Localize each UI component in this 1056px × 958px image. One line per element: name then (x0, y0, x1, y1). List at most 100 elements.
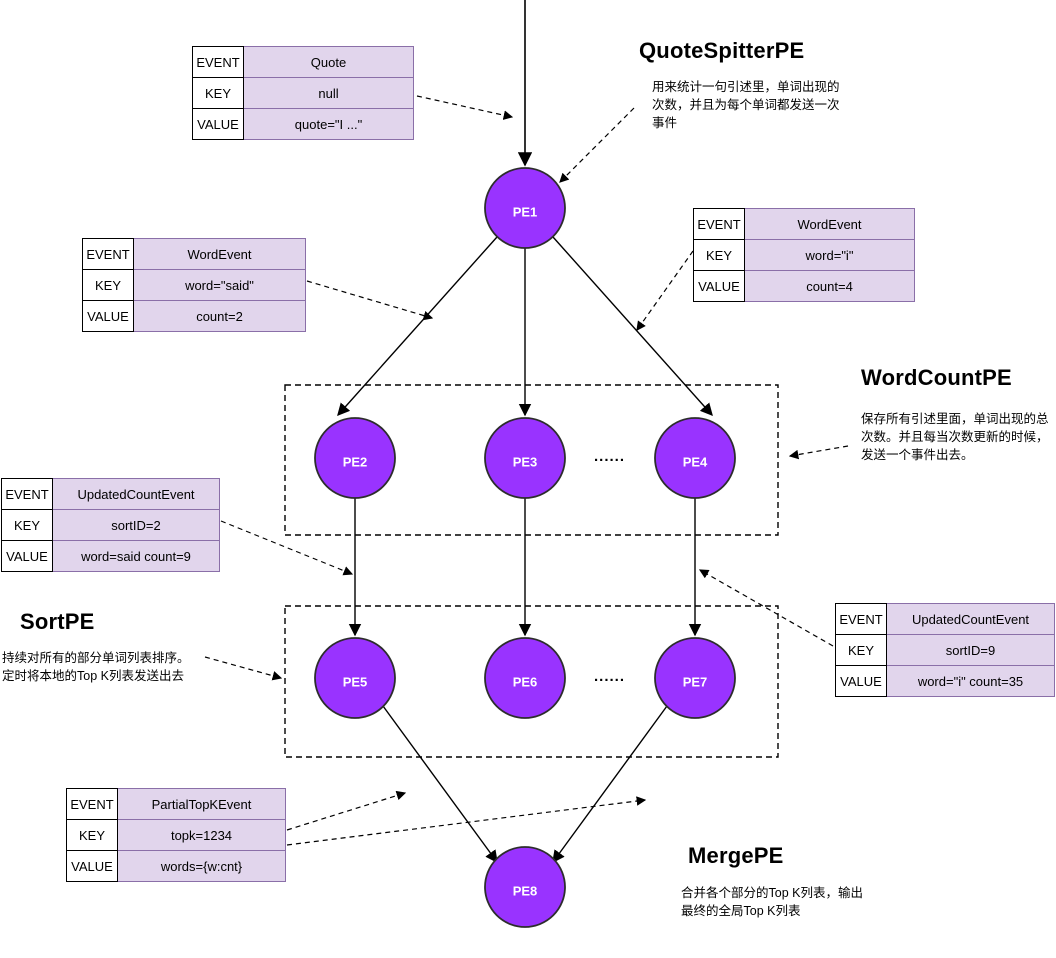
row-label: KEY (192, 77, 244, 109)
pointer-wordevent-said (306, 280, 434, 321)
table-row: EVENT WordEvent (82, 238, 306, 270)
pe2-label: PE2 (343, 454, 368, 469)
pe2-circle[interactable] (314, 417, 396, 499)
row-label: VALUE (66, 850, 118, 882)
mergepe-desc: 合并各个部分的Top K列表，输出 最终的全局Top K列表 (681, 886, 863, 919)
table-row: KEY topk=1234 (66, 819, 286, 851)
row-value: WordEvent (744, 208, 915, 240)
row-label: EVENT (66, 788, 118, 820)
updatedcount-said-table: EVENT UpdatedCountEvent KEY sortID=2 VAL… (1, 478, 220, 572)
row-label: KEY (1, 509, 53, 541)
pe3-circle[interactable] (484, 417, 566, 499)
row-value: word="said" (133, 269, 306, 301)
row-label: KEY (693, 239, 745, 271)
pointer-sort-desc (204, 656, 283, 681)
sort-ellipsis: ...... (594, 668, 626, 685)
row-label: VALUE (1, 540, 53, 572)
row-value: sortID=2 (52, 509, 220, 541)
pe8-circle[interactable] (484, 846, 566, 928)
table-row: KEY sortID=9 (835, 634, 1055, 666)
pe4-label: PE4 (683, 454, 708, 469)
row-value: UpdatedCountEvent (886, 603, 1055, 635)
pointer-wordevent-i (636, 250, 694, 331)
row-label: VALUE (835, 665, 887, 697)
pe-node[interactable]: PE1 (484, 167, 566, 249)
table-row: EVENT PartialTopKEvent (66, 788, 286, 820)
pe6-circle[interactable] (484, 637, 566, 719)
quotespitterpe-title: QuoteSpitterPE (639, 38, 805, 63)
wordevent-i-table: EVENT WordEvent KEY word="i" VALUE count… (693, 208, 915, 302)
edge-pe7-pe8 (552, 705, 668, 864)
row-label: EVENT (835, 603, 887, 635)
table-row: VALUE word=said count=9 (1, 540, 220, 572)
table-row: EVENT Quote (192, 46, 414, 78)
edge-pe1-pe2 (337, 236, 498, 417)
wordcountpe-title: WordCountPE (861, 365, 1012, 390)
partialtopk-table: EVENT PartialTopKEvent KEY topk=1234 VAL… (66, 788, 286, 882)
row-value: count=2 (133, 300, 306, 332)
row-label: KEY (82, 269, 134, 301)
row-label: KEY (835, 634, 887, 666)
pe-node[interactable]: PE8 (484, 846, 566, 928)
pe-node[interactable]: PE4 (654, 417, 736, 499)
wordcountpe-desc: 保存所有引述里面，单词出现的总 次数。并且每当次数更新的时候， 发送一个事件出去… (861, 412, 1049, 463)
row-label: VALUE (192, 108, 244, 140)
pe7-circle[interactable] (654, 637, 736, 719)
row-label: EVENT (192, 46, 244, 78)
wordcount-group-box (284, 384, 779, 536)
pe-node[interactable]: PE7 (654, 637, 736, 719)
pe4-circle[interactable] (654, 417, 736, 499)
pointer-quote-table (416, 95, 514, 120)
row-value: sortID=9 (886, 634, 1055, 666)
table-row: VALUE count=4 (693, 270, 915, 302)
pe5-circle[interactable] (314, 637, 396, 719)
table-row: KEY word="i" (693, 239, 915, 271)
table-row: KEY sortID=2 (1, 509, 220, 541)
table-row: VALUE quote="I ..." (192, 108, 414, 140)
pe-node[interactable]: PE2 (314, 417, 396, 499)
mergepe-title: MergePE (688, 843, 784, 868)
row-value: WordEvent (133, 238, 306, 270)
row-value: word=said count=9 (52, 540, 220, 572)
row-value: word="i" count=35 (886, 665, 1055, 697)
sort-group-box (284, 605, 779, 758)
row-label: EVENT (693, 208, 745, 240)
pe1-label: PE1 (513, 204, 538, 219)
table-row: VALUE count=2 (82, 300, 306, 332)
row-value: Quote (243, 46, 414, 78)
edge-pe5-pe8 (382, 705, 498, 864)
table-row: EVENT UpdatedCountEvent (1, 478, 220, 510)
pe1-circle[interactable] (484, 167, 566, 249)
row-label: VALUE (693, 270, 745, 302)
row-label: VALUE (82, 300, 134, 332)
pe7-label: PE7 (683, 674, 708, 689)
pe8-label: PE8 (513, 883, 538, 898)
pe5-label: PE5 (343, 674, 368, 689)
table-row: KEY null (192, 77, 414, 109)
pe-node[interactable]: PE5 (314, 637, 396, 719)
row-value: topk=1234 (117, 819, 286, 851)
wordevent-said-table: EVENT WordEvent KEY word="said" VALUE co… (82, 238, 306, 332)
row-value: words={w:cnt} (117, 850, 286, 882)
pe3-label: PE3 (513, 454, 538, 469)
quote-event-table: EVENT Quote KEY null VALUE quote="I ..." (192, 46, 414, 140)
pointer-wordcount-desc (788, 445, 849, 460)
pointer-partialtopk-lower (286, 796, 647, 846)
pe6-label: PE6 (513, 674, 538, 689)
row-value: PartialTopKEvent (117, 788, 286, 820)
row-value: quote="I ..." (243, 108, 414, 140)
pe-node[interactable]: PE6 (484, 637, 566, 719)
table-row: EVENT UpdatedCountEvent (835, 603, 1055, 635)
pointer-updatedcount-said (220, 520, 354, 576)
row-label: EVENT (1, 478, 53, 510)
table-row: VALUE words={w:cnt} (66, 850, 286, 882)
row-label: KEY (66, 819, 118, 851)
sortpe-title: SortPE (20, 609, 95, 634)
row-value: word="i" (744, 239, 915, 271)
edge-pe1-pe4 (552, 236, 713, 417)
sortpe-desc: 持续对所有的部分单词列表排序。 定时将本地的Top K列表发送出去 (2, 651, 190, 684)
row-value: UpdatedCountEvent (52, 478, 220, 510)
pe-node[interactable]: PE3 (484, 417, 566, 499)
